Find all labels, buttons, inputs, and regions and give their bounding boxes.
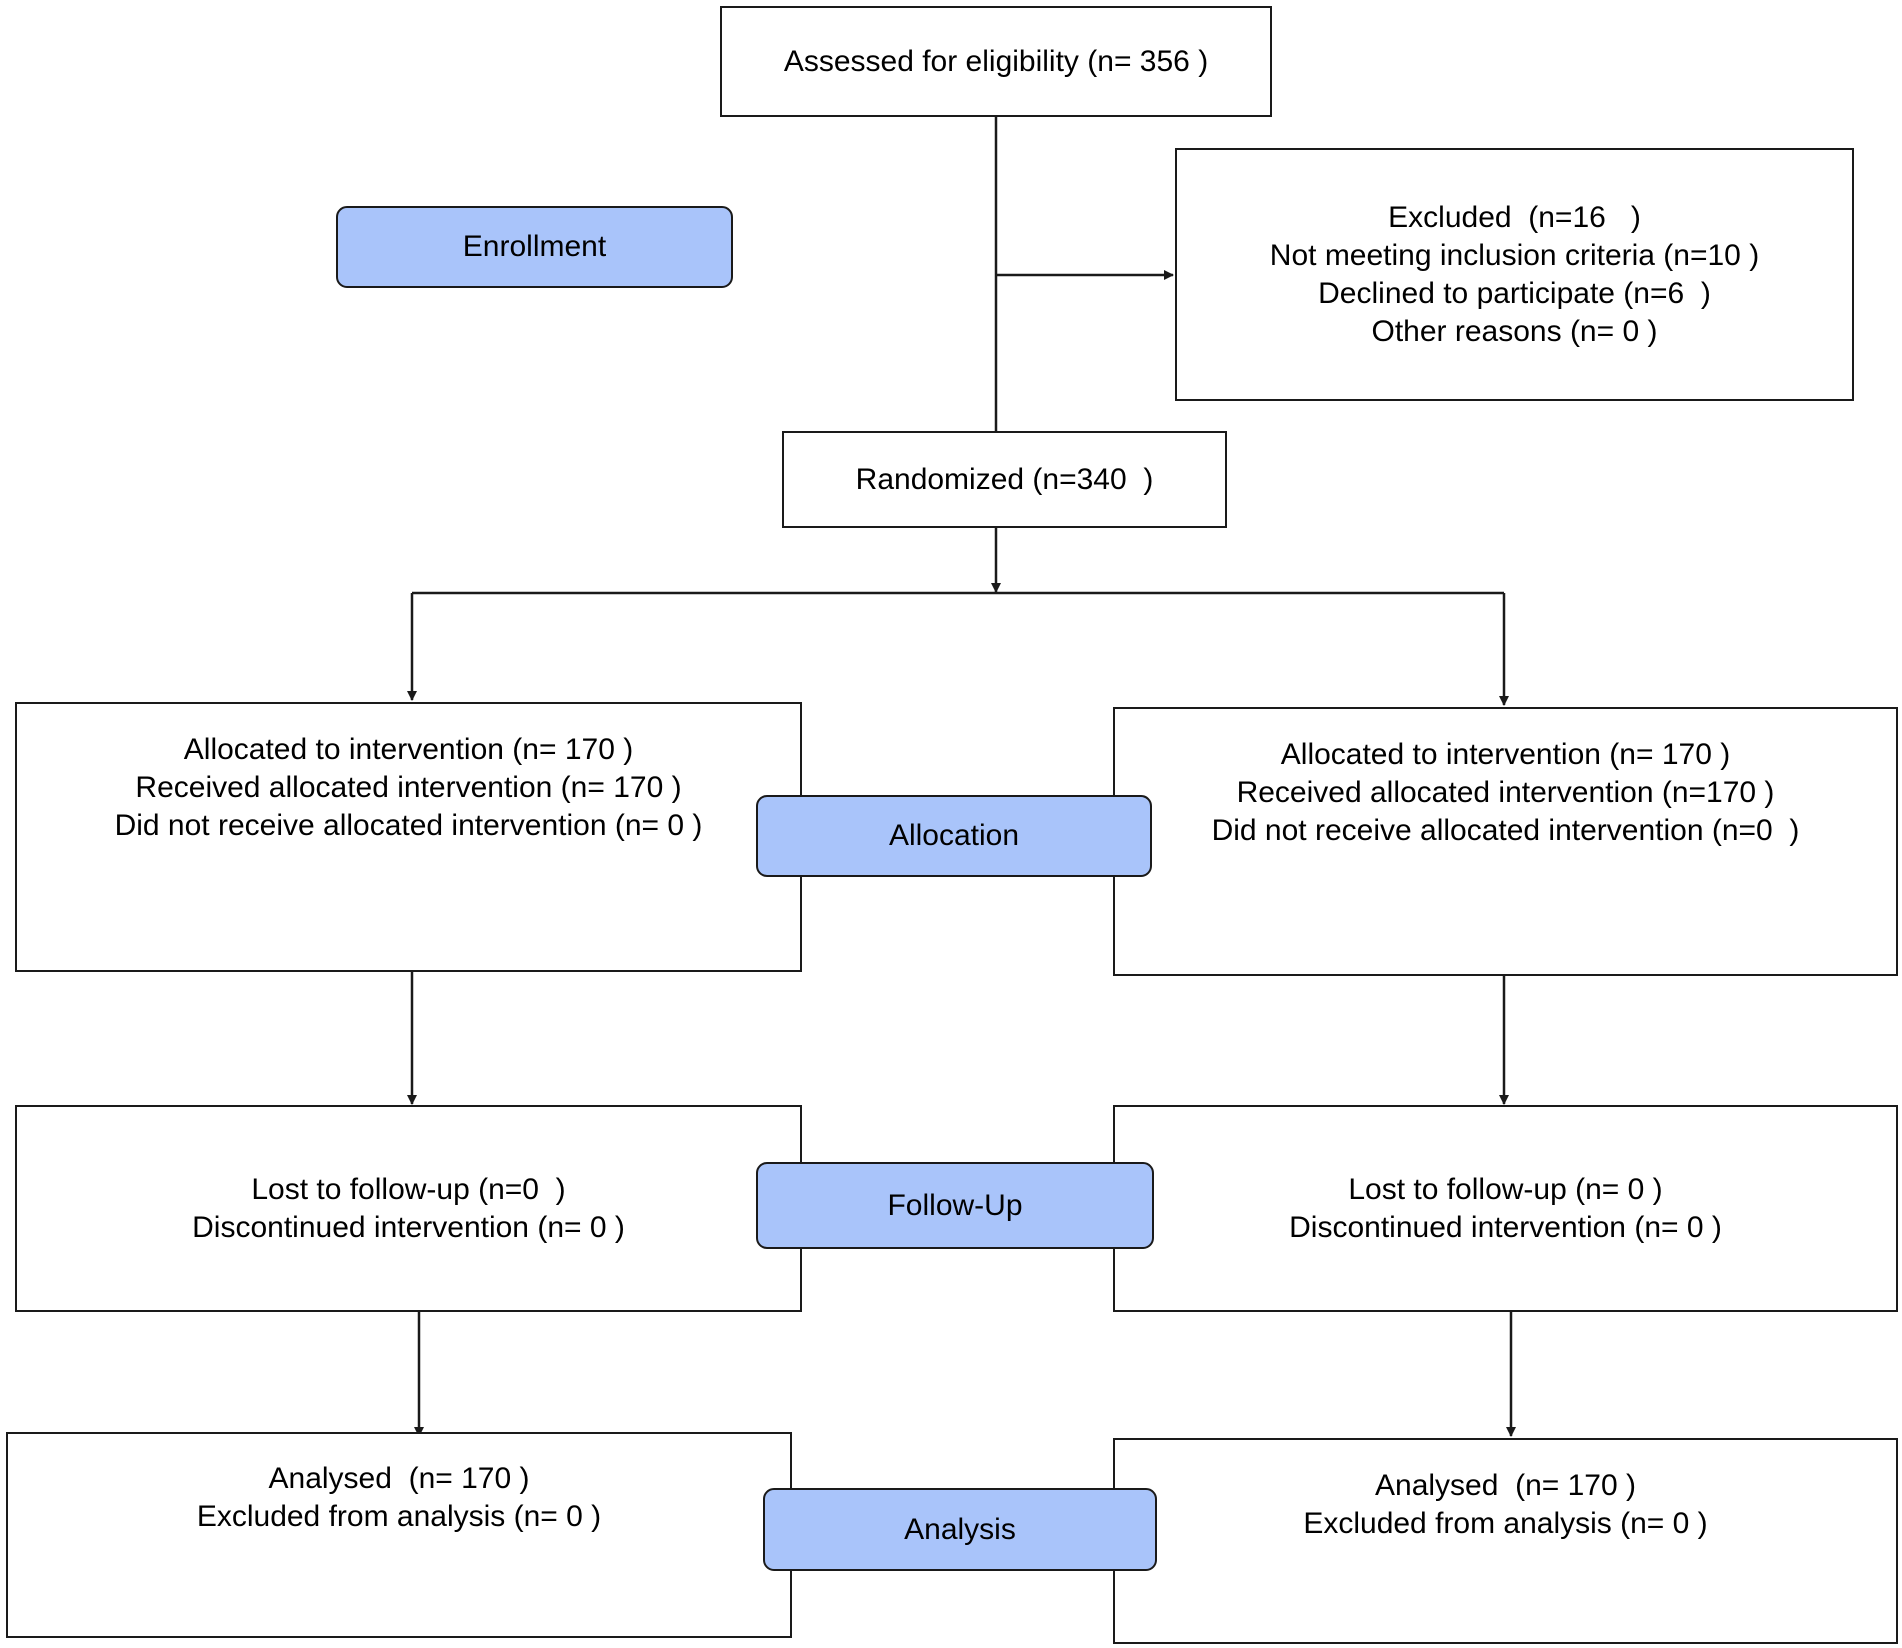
- stage-enrollment-label: Enrollment: [462, 230, 607, 263]
- stage-allocation-label: Allocation: [888, 819, 1020, 852]
- allocation-left-line: Received allocated intervention (n= 170 …: [135, 771, 682, 804]
- stage-followup-label: Follow-Up: [887, 1188, 1023, 1222]
- allocation-right-line: Received allocated intervention (n=170 ): [1236, 776, 1775, 809]
- followup-left-line: Discontinued intervention (n= 0 ): [192, 1210, 625, 1244]
- analysis-right-line: Excluded from analysis (n= 0 ): [1303, 1507, 1708, 1540]
- stage-analysis-label: Analysis: [904, 1512, 1016, 1546]
- followup-right-box: Lost to follow-up (n= 0 ) Discontinued i…: [1113, 1105, 1898, 1312]
- followup-left-line: Lost to follow-up (n=0 ): [251, 1172, 566, 1206]
- followup-right-line: Lost to follow-up (n= 0 ): [1348, 1172, 1663, 1206]
- allocation-left-box: Allocated to intervention (n= 170 ) Rece…: [15, 702, 802, 972]
- analysis-left-line: Excluded from analysis (n= 0 ): [196, 1500, 602, 1533]
- stage-followup: Follow-Up: [756, 1162, 1154, 1249]
- randomized-box: Randomized (n=340 ): [782, 431, 1227, 528]
- allocation-left-line: Did not receive allocated intervention (…: [114, 809, 703, 842]
- excluded-line: Declined to participate (n=6 ): [1318, 276, 1711, 310]
- analysis-right-line: Analysed (n= 170 ): [1375, 1469, 1636, 1502]
- excluded-line: Excluded (n=16 ): [1388, 200, 1641, 234]
- stage-enrollment: Enrollment: [336, 206, 733, 288]
- analysis-left-line: Analysed (n= 170 ): [268, 1462, 530, 1495]
- allocation-right-box: Allocated to intervention (n= 170 ) Rece…: [1113, 707, 1898, 976]
- allocation-left-line: Allocated to intervention (n= 170 ): [183, 733, 634, 766]
- excluded-line: Other reasons (n= 0 ): [1371, 314, 1658, 348]
- analysis-right-box: Analysed (n= 170 ) Excluded from analysi…: [1113, 1438, 1898, 1644]
- allocation-right-line: Did not receive allocated intervention (…: [1211, 814, 1800, 847]
- excluded-box: Excluded (n=16 ) Not meeting inclusion c…: [1175, 148, 1854, 401]
- allocation-right-line: Allocated to intervention (n= 170 ): [1280, 738, 1731, 771]
- stage-analysis: Analysis: [763, 1488, 1157, 1571]
- assessed-box: Assessed for eligibility (n= 356 ): [720, 6, 1272, 117]
- followup-right-line: Discontinued intervention (n= 0 ): [1289, 1210, 1722, 1244]
- assessed-text: Assessed for eligibility (n= 356 ): [783, 44, 1209, 78]
- analysis-left-box: Analysed (n= 170 ) Excluded from analysi…: [6, 1432, 792, 1638]
- followup-left-box: Lost to follow-up (n=0 ) Discontinued in…: [15, 1105, 802, 1312]
- excluded-line: Not meeting inclusion criteria (n=10 ): [1269, 238, 1760, 272]
- randomized-text: Randomized (n=340 ): [855, 462, 1154, 496]
- stage-allocation: Allocation: [756, 795, 1152, 877]
